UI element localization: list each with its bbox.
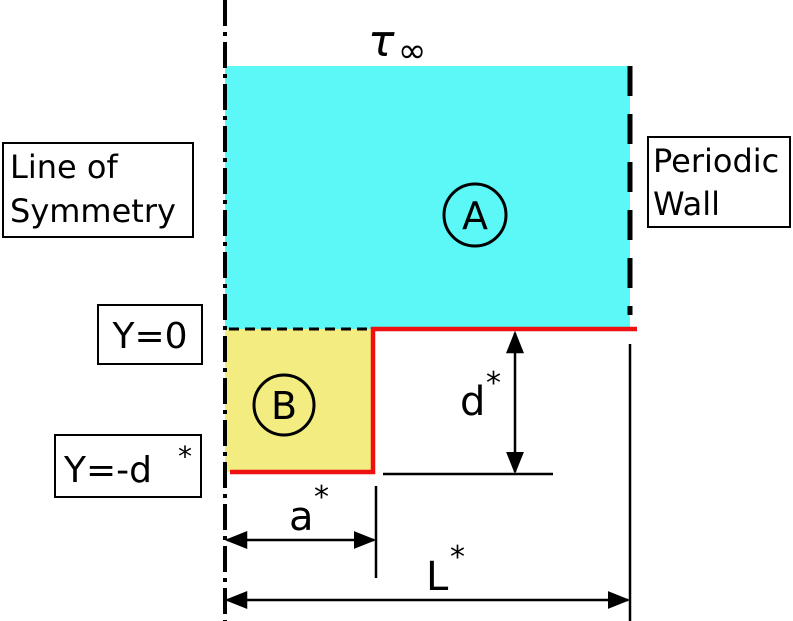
- periodic-wall-label-line1: Periodic: [653, 142, 779, 180]
- region-b-label: B: [271, 384, 297, 428]
- y-minus-d-box: [54, 434, 202, 498]
- periodic-wall-label-line2: Wall: [653, 185, 720, 223]
- d-star-label: d: [460, 379, 485, 425]
- tau-symbol: τ: [368, 16, 395, 67]
- region-a-label: A: [462, 194, 488, 238]
- line-of-symmetry-box: [2, 142, 194, 238]
- region-a-circle: [442, 182, 508, 248]
- a-star-label: a: [289, 494, 314, 540]
- y-minus-d-label: Y=-d: [63, 450, 152, 491]
- l-star-label: L: [426, 554, 449, 600]
- y-minus-d-superscript: *: [178, 440, 192, 473]
- periodic-wall-box: [647, 136, 791, 228]
- l-star-superscript: *: [450, 540, 465, 575]
- y-zero-box: [97, 304, 203, 365]
- region-a-fill: [225, 66, 630, 329]
- region-b-circle: [252, 373, 316, 437]
- y-zero-label: Y=0: [111, 316, 187, 357]
- line-of-symmetry-label-line2: Symmetry: [10, 192, 176, 230]
- d-star-superscript: *: [486, 366, 501, 401]
- line-of-symmetry-label-line1: Line of: [10, 148, 118, 186]
- a-star-superscript: *: [314, 480, 329, 515]
- region-b-fill: [225, 329, 373, 472]
- wall-outline: [230, 326, 637, 475]
- tau-subscript: ∞: [398, 31, 426, 71]
